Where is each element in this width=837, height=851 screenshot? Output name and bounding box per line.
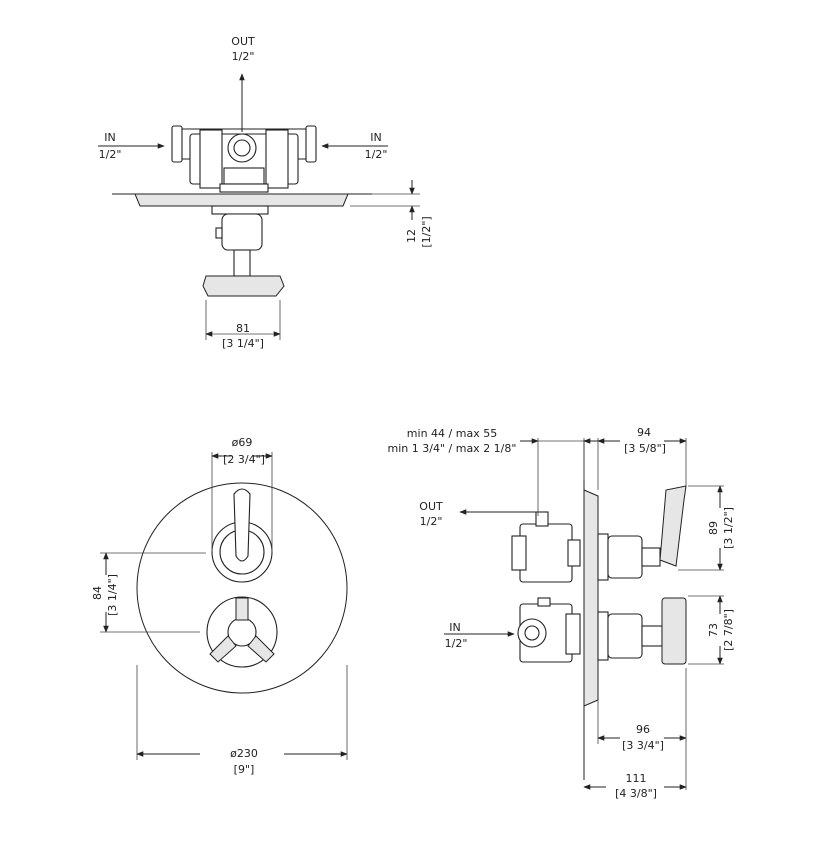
side-94-in: [3 5/8"] (624, 442, 666, 455)
side-89-dimension (678, 485, 724, 571)
top-out-size: 1/2" (232, 50, 255, 63)
top-cover-plate (134, 193, 349, 207)
side-out-label: OUT (419, 500, 443, 513)
top-depth-mm: 12 (405, 229, 418, 243)
front-dia-mm: ø69 (232, 436, 253, 449)
side-in-size: 1/2" (445, 637, 468, 650)
front-spacing-mm: 84 (91, 586, 104, 600)
front-lower-handle (206, 596, 278, 668)
front-cover-plate (136, 482, 348, 694)
side-94-dimension (597, 438, 687, 490)
side-view: min 44 / max 55 min 1 3/4" / max 2 1/8" … (388, 426, 735, 800)
top-trim (202, 205, 285, 297)
side-valve-body (511, 511, 581, 663)
top-in-right-label: IN (370, 131, 381, 144)
front-plate-mm: ø230 (230, 747, 258, 760)
side-94-mm: 94 (637, 426, 651, 439)
front-dia-in: [2 3/4"] (223, 453, 265, 466)
front-plate-in: [9"] (234, 763, 255, 776)
front-plate-dimension (136, 665, 348, 760)
top-out-label: OUT (231, 35, 255, 48)
top-depth-in: [1/2"] (420, 216, 433, 247)
side-73-in: [2 7/8"] (722, 609, 735, 651)
side-out-size: 1/2" (420, 515, 443, 528)
side-lower-trim (597, 597, 687, 665)
top-width-dimension (205, 300, 281, 340)
side-89-mm: 89 (707, 521, 720, 535)
front-spacing-in: [3 1/4"] (106, 574, 119, 616)
side-in-label: IN (449, 621, 460, 634)
side-depth-mm: min 44 / max 55 (407, 427, 497, 440)
front-upper-handle (211, 488, 273, 583)
side-111-in: [4 3/8"] (615, 787, 657, 800)
front-spacing-dimension (100, 552, 206, 633)
side-cover-plate (583, 489, 599, 707)
top-in-right-size: 1/2" (365, 148, 388, 161)
front-dia-dimension (211, 452, 273, 552)
side-depth-in: min 1 3/4" / max 2 1/8" (388, 442, 517, 455)
top-in-left-label: IN (104, 131, 115, 144)
front-view: ø69 [2 3/4"] 84 [3 1/4"] ø230 [9"] (91, 436, 348, 776)
top-view: OUT 1/2" IN 1/2" IN 1/2" 12 [1/2"] 81 [3… (98, 35, 433, 350)
side-111-mm: 111 (626, 772, 647, 785)
side-73-mm: 73 (707, 623, 720, 637)
top-valve-body (171, 125, 317, 193)
side-upper-trim (597, 485, 687, 581)
side-96-mm: 96 (636, 723, 650, 736)
side-73-dimension (688, 595, 724, 665)
top-width-in: [3 1/4"] (222, 337, 264, 350)
top-depth-dimension (350, 180, 420, 220)
side-111-dimension (583, 744, 687, 790)
top-in-left-size: 1/2" (99, 148, 122, 161)
side-96-in: [3 3/4"] (622, 739, 664, 752)
side-89-in: [3 1/2"] (722, 507, 735, 549)
top-width-mm: 81 (236, 322, 250, 335)
side-96-dimension (597, 668, 687, 744)
